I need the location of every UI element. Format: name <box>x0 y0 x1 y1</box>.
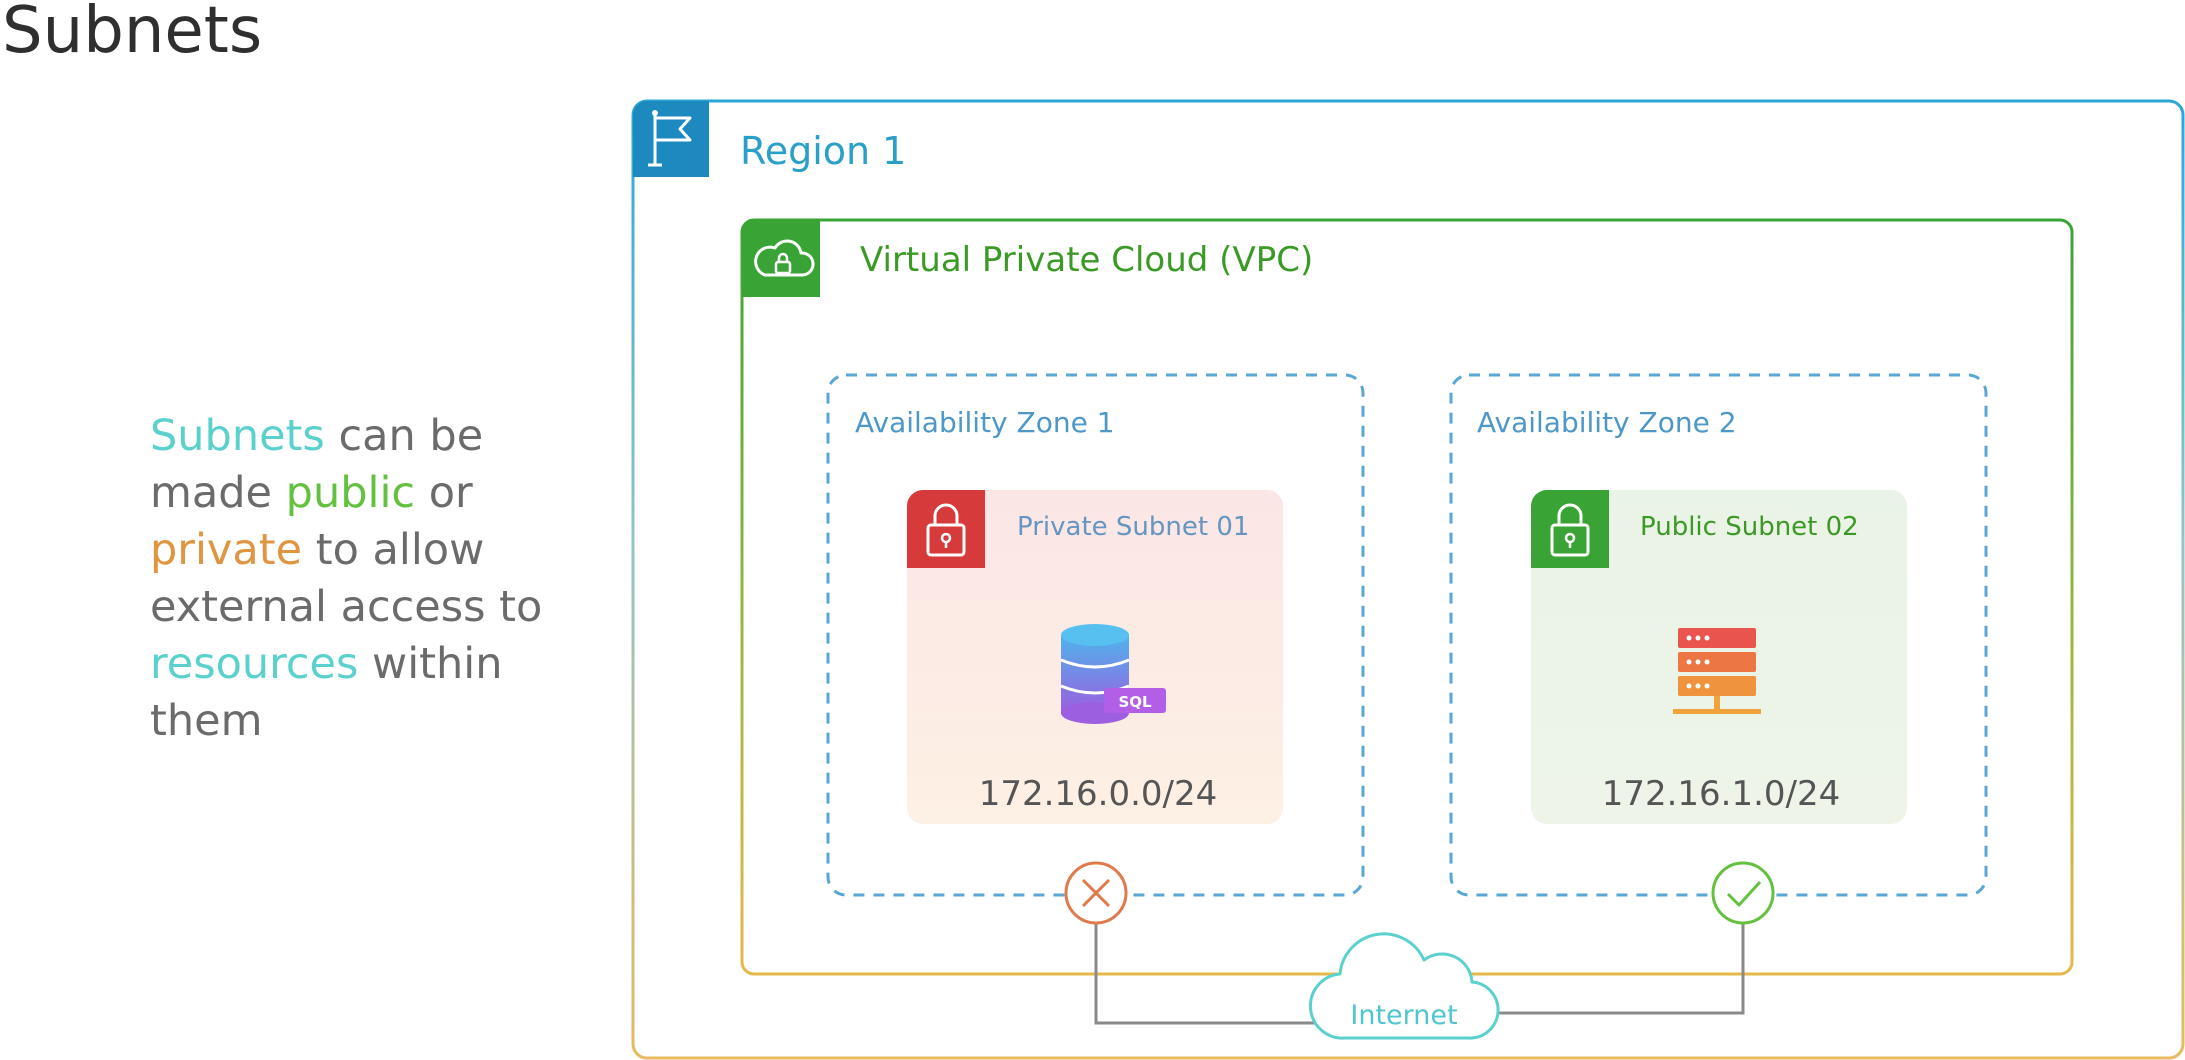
desc-part: resources <box>150 639 359 689</box>
sql-badge: SQL <box>1118 693 1152 711</box>
region-label: Region 1 <box>740 129 906 173</box>
desc-part: within them <box>150 639 503 746</box>
desc-part: public <box>285 468 416 518</box>
sql-database-icon: SQL <box>1060 624 1166 724</box>
vpc-label: Virtual Private Cloud (VPC) <box>860 240 1313 280</box>
availability-zone-label: Availability Zone 2 <box>1477 406 1737 439</box>
page-title: Subnets <box>2 0 263 68</box>
connection-line <box>1484 920 1745 1015</box>
desc-part: private <box>150 525 303 575</box>
public-subnet-cidr: 172.16.1.0/24 <box>1602 774 1841 814</box>
lock-icon <box>907 490 985 568</box>
desc-part: or <box>415 468 473 518</box>
x-icon <box>1064 861 1128 925</box>
cloud-icon <box>1308 932 1500 1040</box>
flag-icon <box>633 101 709 177</box>
private-subnet-label: Private Subnet 01 <box>1017 512 1249 542</box>
region-box <box>631 99 2185 1060</box>
public-subnet-label: Public Subnet 02 <box>1640 512 1859 542</box>
desc-part: to allow external access to <box>150 525 543 632</box>
connection-line <box>1094 920 1325 1025</box>
desc-part: Subnets <box>150 411 325 461</box>
subnets-description: Subnets can be made public or private to… <box>150 408 570 750</box>
internet-label: Internet <box>1350 1000 1457 1031</box>
check-icon <box>1711 861 1775 925</box>
desc-part: can be made <box>150 411 484 518</box>
lock-icon <box>1531 490 1609 568</box>
cloud-lock-icon <box>742 220 820 297</box>
availability-zone-label: Availability Zone 1 <box>855 406 1115 439</box>
server-icon <box>1673 628 1761 714</box>
private-subnet-cidr: 172.16.0.0/24 <box>979 774 1218 814</box>
